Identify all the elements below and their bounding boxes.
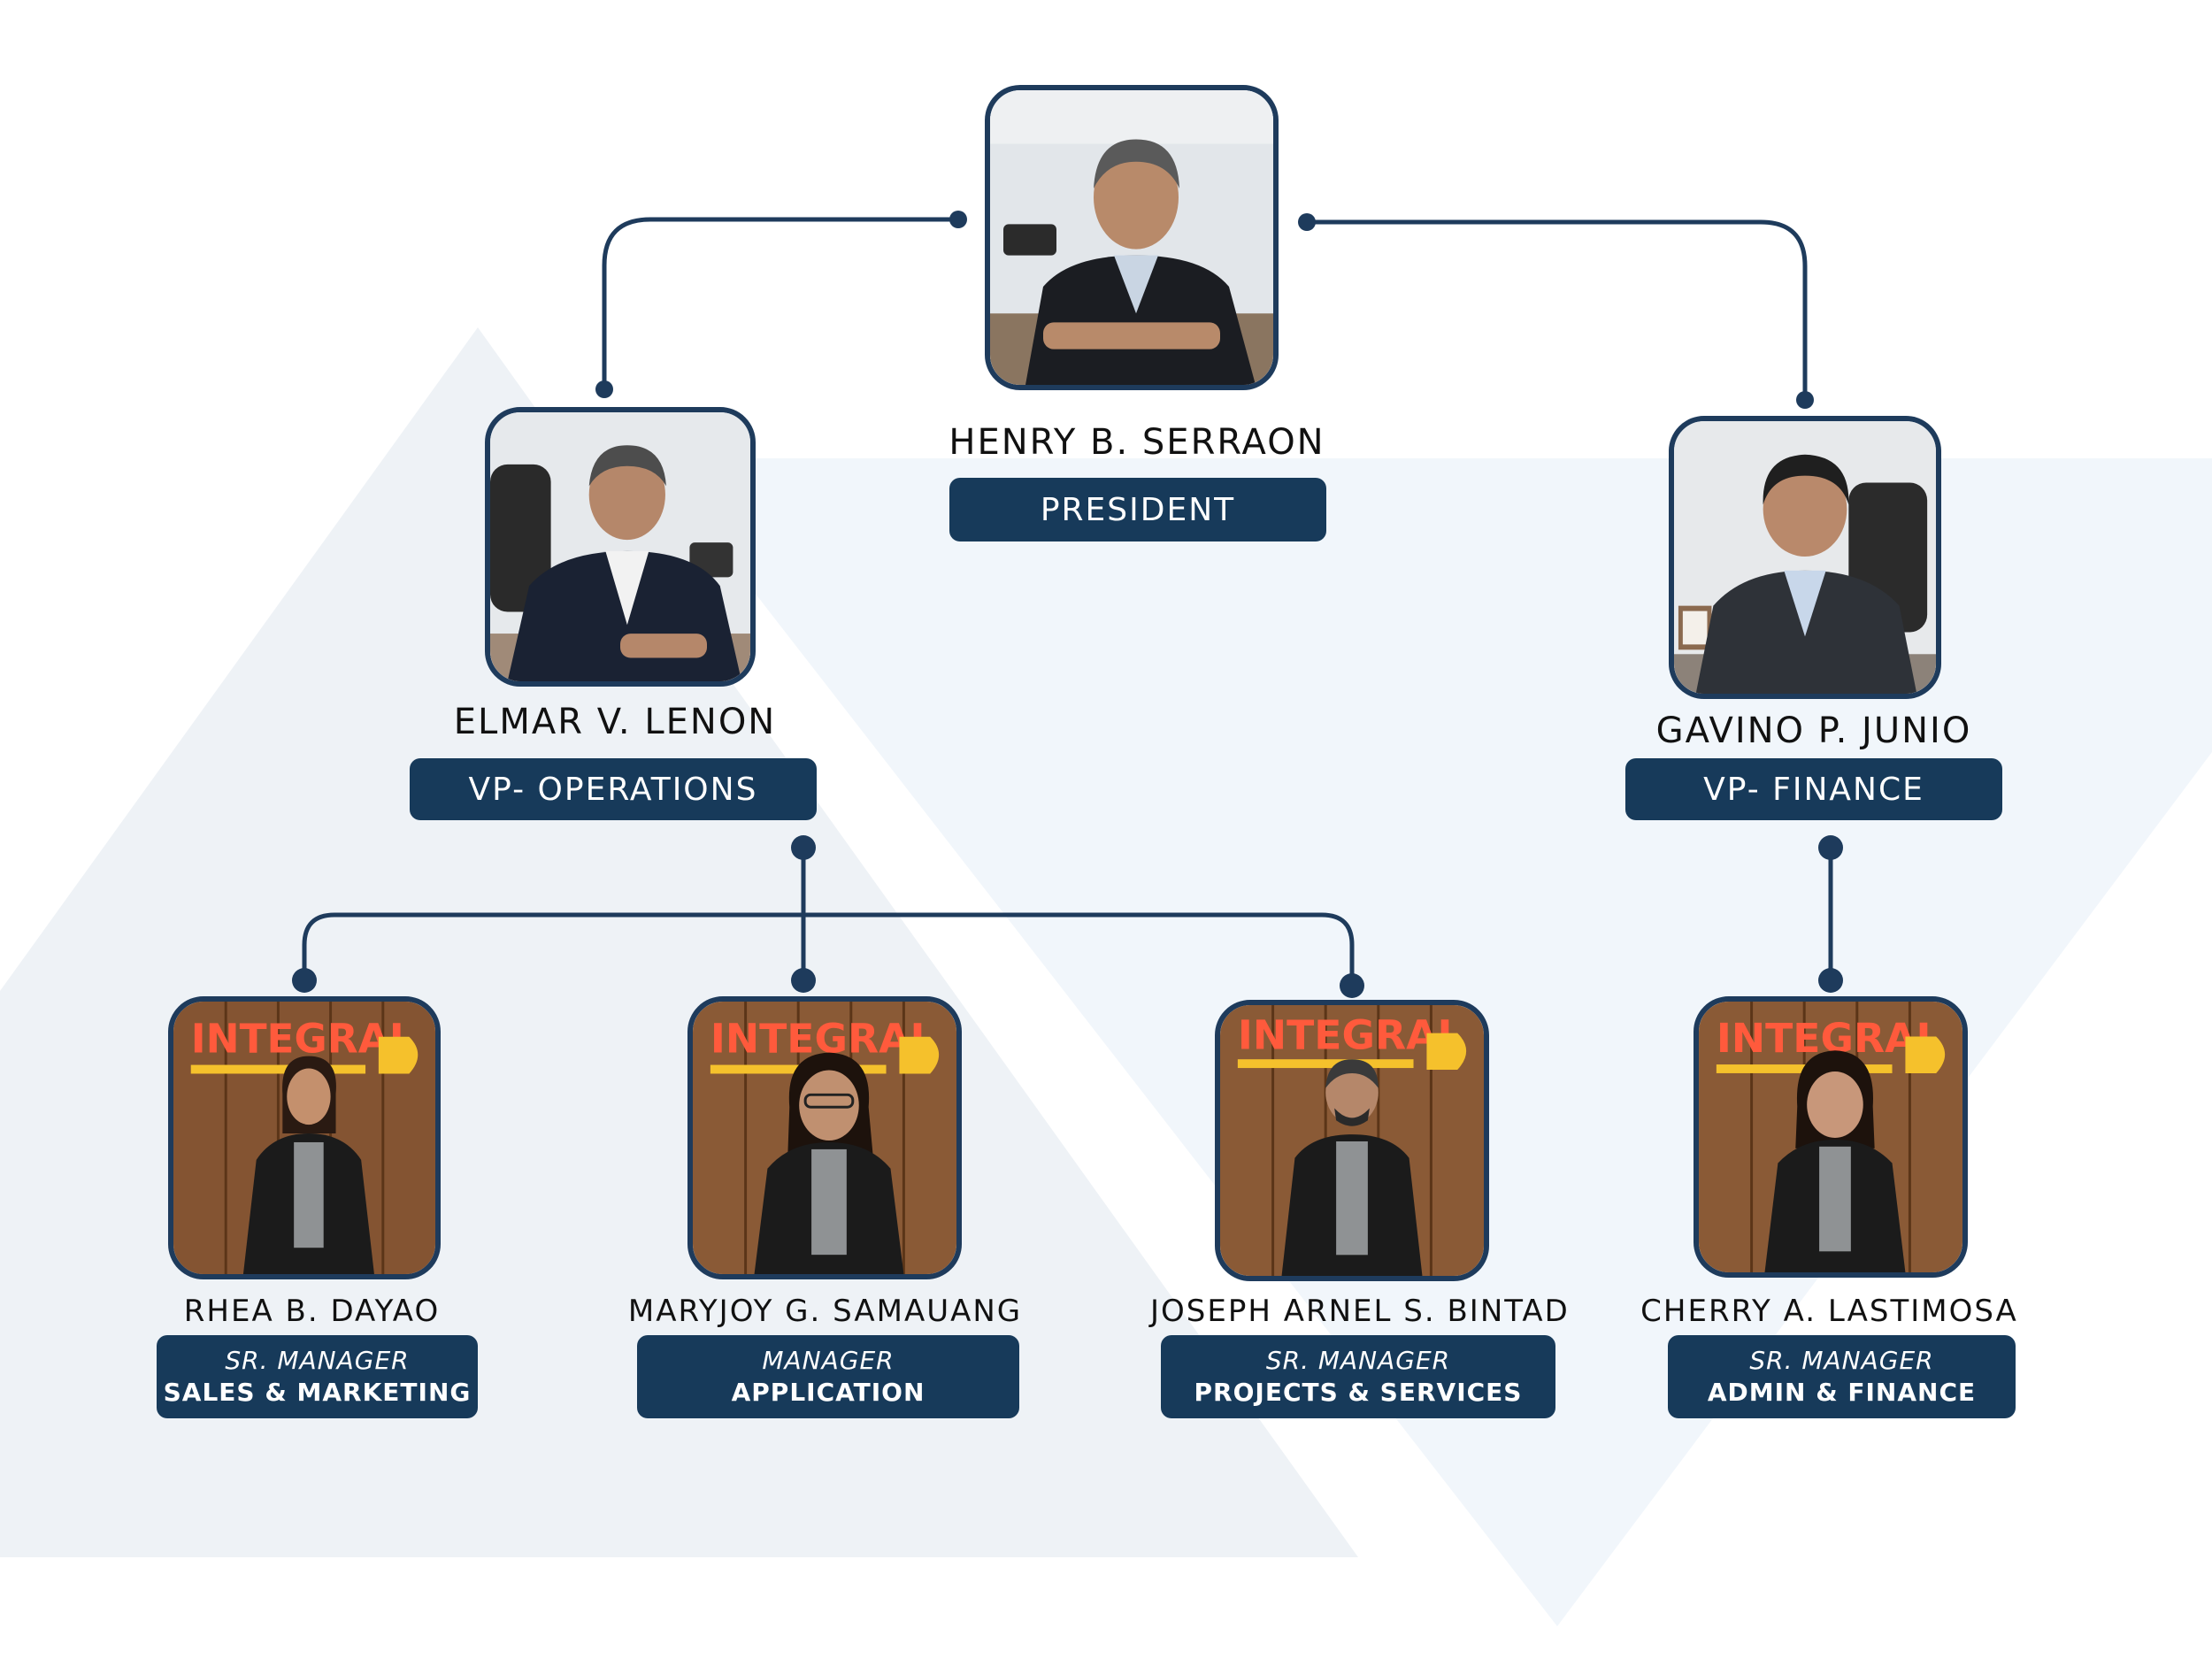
connector-dot — [292, 968, 317, 993]
projects-manager-role: SR. MANAGER — [1266, 1345, 1450, 1377]
vp-finance-title-badge: VP- FINANCE — [1625, 758, 2002, 820]
admin-manager-dept: ADMIN & FINANCE — [1708, 1377, 1976, 1409]
application-manager-role: MANAGER — [762, 1345, 894, 1377]
application-manager-photo: INTEGRAL — [687, 996, 962, 1279]
connector-dot — [791, 968, 816, 993]
vp-finance-title: VP- FINANCE — [1703, 772, 1924, 808]
connector-dot — [595, 380, 613, 398]
application-manager-dept: APPLICATION — [732, 1377, 926, 1409]
admin-manager-photo: INTEGRAL — [1694, 996, 1968, 1278]
admin-manager-name: CHERRY A. LASTIMOSA — [1628, 1292, 2031, 1331]
sales-manager-photo: INTEGRAL — [168, 996, 441, 1279]
president-title-badge: PRESIDENT — [949, 478, 1326, 541]
projects-manager-dept: PROJECTS & SERVICES — [1194, 1377, 1523, 1409]
president-photo — [985, 85, 1279, 390]
president-title: PRESIDENT — [1041, 492, 1235, 528]
sales-manager-role: SR. MANAGER — [225, 1345, 409, 1377]
sales-manager-title-badge: SR. MANAGER SALES & MARKETING — [157, 1335, 478, 1418]
projects-manager-photo: INTEGRAL — [1215, 1000, 1489, 1281]
connector-dot — [1298, 213, 1316, 231]
application-manager-name: MARYJOY G. SAMAUANG — [624, 1292, 1026, 1331]
admin-manager-role: SR. MANAGER — [1749, 1345, 1933, 1377]
connector-dot — [1818, 968, 1843, 993]
connector-dot — [949, 211, 967, 228]
vp-operations-title-badge: VP- OPERATIONS — [410, 758, 817, 820]
projects-manager-name: JOSEPH ARNEL S. BINTAD — [1150, 1292, 1566, 1331]
vp-operations-name: ELMAR V. LENON — [416, 699, 814, 745]
vp-operations-title: VP- OPERATIONS — [469, 772, 758, 808]
vp-operations-photo — [485, 407, 756, 687]
sales-manager-name: RHEA B. DAYAO — [133, 1292, 491, 1331]
connector-dot — [1818, 835, 1843, 860]
connector-dot — [1340, 973, 1364, 998]
president-name: HENRY B. SERRAON — [920, 419, 1354, 465]
connector-president-vp-operations — [604, 219, 958, 389]
connector-dot — [1796, 391, 1814, 409]
connector-managers-bus — [304, 915, 1352, 986]
connector-president-vp-finance — [1307, 222, 1805, 400]
application-manager-title-badge: MANAGER APPLICATION — [637, 1335, 1019, 1418]
projects-manager-title-badge: SR. MANAGER PROJECTS & SERVICES — [1161, 1335, 1555, 1418]
connector-dot — [791, 835, 816, 860]
vp-finance-name: GAVINO P. JUNIO — [1615, 708, 2013, 754]
admin-manager-title-badge: SR. MANAGER ADMIN & FINANCE — [1668, 1335, 2016, 1418]
vp-finance-photo — [1669, 416, 1941, 699]
sales-manager-dept: SALES & MARKETING — [164, 1377, 472, 1409]
